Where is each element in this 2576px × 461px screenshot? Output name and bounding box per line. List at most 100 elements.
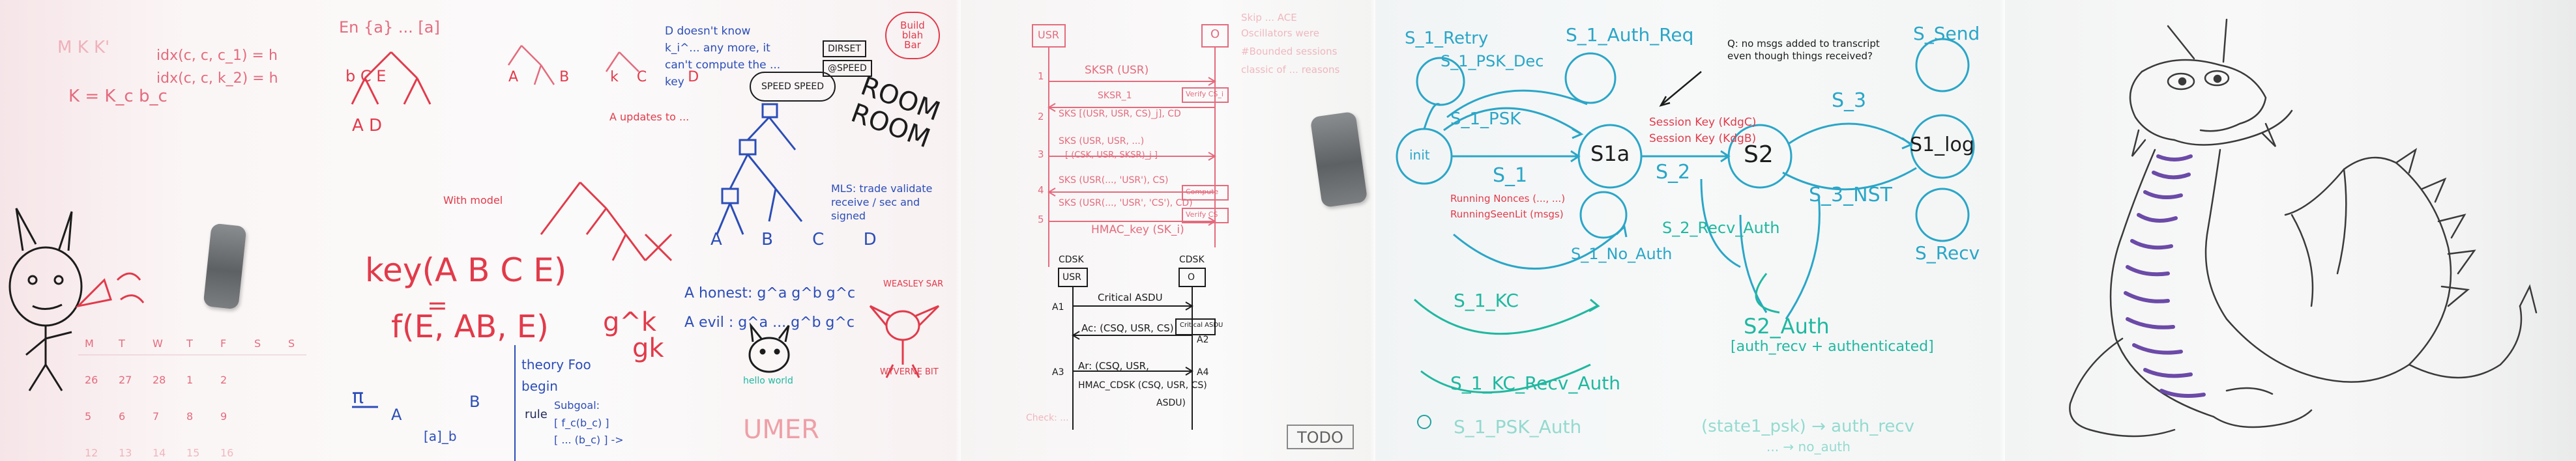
msg-ac: Ac: (CSQ, USR, CS) [1081,322,1174,334]
party-right: O [1210,27,1220,41]
panel3-state-machine [1396,38,1975,429]
cal-head-sun: S [288,337,295,350]
blue-leaf-c: C [812,230,842,249]
state-recv: S_Recv [1915,242,1980,264]
msg-ar: Ar: (CSQ, USR, [1078,360,1149,372]
note-line1: D doesn't know [665,25,751,38]
step-4: 4 [1038,184,1044,196]
label-a3: A3 [1052,367,1064,378]
pi-symbol: π [352,385,364,408]
cal-cell: 8 [186,410,194,423]
msg-ar-2: HMAC_CDSK (CSQ, USR, CS) [1078,380,1207,391]
edge-s3: S_3 [1832,89,1867,112]
party-left: USR [1038,29,1059,41]
cdsk-left: CDSK [1059,255,1084,265]
q-arrow [1659,71,1702,107]
session-key-1: Session Key (KdgC) [1649,116,1757,129]
top-left-line3: idx(c, c, c_1) = h [156,48,278,64]
marker-circle [1417,415,1431,429]
top-note-1: Skip ... ACE [1241,12,1297,23]
teal-edges [1413,273,1780,394]
horn-doodle [75,272,145,308]
cal-cell: 27 [119,374,132,386]
whiteboard-panel-2: USR O Skip ... ACE Oscillators were #Bou… [961,0,1375,461]
edge-kc: S_1_KC [1454,290,1519,311]
cdsk-usr: USR [1062,272,1081,283]
top-note-4: classic of ... reasons [1241,64,1340,76]
tree-red [351,51,673,262]
theory-subgoal: Subgoal: [554,399,600,412]
box-speed: @SPEED [823,60,872,77]
edge-s3-nst: S_3_NST [1809,184,1892,206]
state-retry: S_1_Retry [1405,29,1489,48]
cal-head-tue: T [119,337,125,350]
edge-s2-recv-auth: S_2_Recv_Auth [1662,219,1780,237]
blue-leaf-d: D [863,230,894,249]
msg-sks-4: SKS (USR(..., 'USR'), CS) [1059,175,1169,186]
top-left-line1: M K K' [57,38,110,57]
cal-cell: 7 [153,410,160,423]
calendar-row: 12 13 14 15 16 [85,448,322,458]
tree-leaf-kc: kC [610,69,666,85]
top-left-line2: K = K_c b_c [68,87,168,106]
state-no-auth: S_1_No_Auth [1571,245,1673,263]
cal-head-fri: F [220,337,227,350]
cal-head-sat: S [254,337,261,350]
state-edges [1423,89,1917,320]
cal-cell: 14 [153,447,166,459]
session-key-2: Session Key (KdgB) [1649,132,1757,145]
speed-bubble: SPEED SPEED [750,72,836,102]
calendar: M T W T F S S 26 27 28 1 2 5 6 7 8 9 [85,339,322,458]
cat-caption: hello world [743,376,793,386]
theory-rule: rule [525,408,548,421]
running-nonces: Running Nonces (..., ...) [1450,193,1566,204]
calendar-row: 5 6 7 8 9 [85,412,322,422]
state-auth-req: S_1_Auth_Req [1566,24,1694,46]
tree-leaf-b: B [559,69,588,85]
edge-psk-dec: S_1_PSK_Dec [1441,52,1544,70]
step-2: 2 [1038,111,1044,122]
blue-leaf-a: A [710,230,739,249]
f-expression: f(E, AB, E) [391,309,549,345]
theory-begin: begin [521,378,558,394]
cdsk-sequence [1058,268,1216,430]
dragon-outline [2069,18,2538,438]
a-evil: A evil : g^a ... g^b g^c [684,314,855,331]
state-s2: S2 [1744,141,1774,168]
dragon-drawing [2069,18,2538,438]
cal-head-mon: M [85,337,94,350]
msg-sks-3: SKS (USR, USR, ...) [1059,136,1145,147]
state-s2-auth-sub: [auth_recv + authenticated] [1731,339,1934,355]
note-line3: can't compute the ... [665,59,781,72]
bunny-doodle [8,208,83,391]
marginal-bubble: Build blah Bar [885,12,940,59]
cal-cell: 28 [153,374,166,386]
gk-label-1: g^k [603,307,657,337]
tree-leaf-labels: A B kC D [508,70,717,85]
pi-b: B [469,393,480,411]
tree-leaf-d: D [688,69,718,85]
panel2-drawing [1032,24,1229,430]
side-box-verify-cs: Verify CS [1186,210,1218,219]
running-seen: RunningSeenLit (msgs) [1450,208,1564,220]
state-s1-log: S1_log [1910,133,1974,156]
cal-cell: 2 [220,374,227,386]
step-5: 5 [1038,214,1044,225]
top-left-line4: idx(c, c, k_2) = h [156,70,278,87]
msg-critical: Critical ASDU [1098,292,1163,303]
edge-psk-auth: S_1_PSK_Auth [1454,416,1582,438]
tree-pink [507,45,639,85]
label-a2: A2 [1197,335,1209,345]
top-mid-line1: En {a} ... [a] [339,18,440,36]
whiteboard-panel-4 [2005,0,2576,461]
bottom-check: Check: ... [1026,413,1069,423]
msg-sksr: SKSR (USR) [1085,64,1149,77]
cal-cell: 16 [220,447,234,459]
msg-sks-3b: [ (CSK, USR, SKSR)_j ] [1065,150,1158,160]
mls-note: MLS: trade validate receive / sec and si… [831,182,933,222]
edge-psk: S_1_PSK [1450,109,1521,129]
msg-sksr1: SKSR_1 [1098,91,1132,101]
box-critical-asdu: Critical ASDU [1180,322,1223,329]
whiteboard-panel-3: S_1_Retry init S1a S2 S1_log S_1_Auth_Re… [1375,0,2005,461]
cal-cell: 6 [119,410,126,423]
